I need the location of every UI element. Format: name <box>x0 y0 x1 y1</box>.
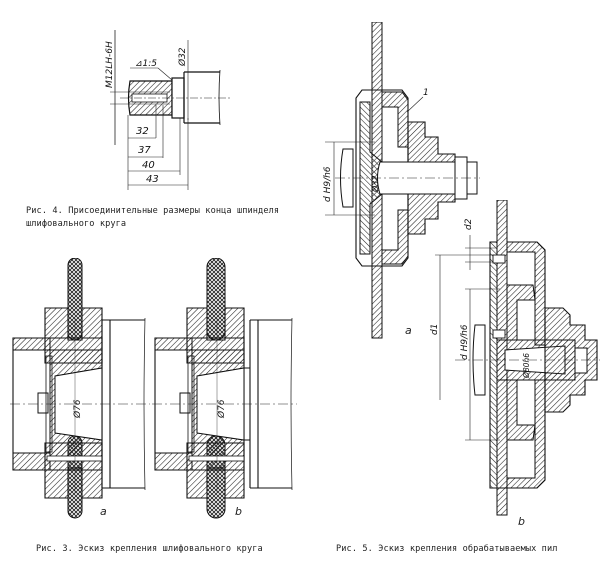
figure-3b-wheel-mount: Ø76 <box>152 258 297 523</box>
dimension-40: 40 <box>142 160 155 171</box>
spindle-end-drawing: M12LH-6H ⊿1:5 Ø32 32 37 40 43 <box>105 30 230 190</box>
fit-label-b: d H9/h6 <box>460 324 470 360</box>
figure-3b-label: b <box>235 505 243 518</box>
diameter-80h6-label: Ø80h6 <box>522 353 531 379</box>
diameter-32-label: Ø32 <box>177 47 188 67</box>
taper-label: ⊿1:5 <box>135 59 157 69</box>
figure-3a-label: a <box>100 505 107 518</box>
diameter-76-label-b: Ø76 <box>216 399 227 419</box>
thread-label: M12LH-6H <box>105 41 115 88</box>
saw-mount-drawing-a: d H9/h6 Ø32 1 <box>323 22 480 339</box>
diameter-32-label-a: Ø32 <box>370 176 380 193</box>
figure-4-caption-line-2: шлифовального круга <box>26 219 127 229</box>
figure-5b-label: b <box>518 515 526 528</box>
figure-4-spindle-end: M12LH-6H ⊿1:5 Ø32 32 37 40 43 <box>100 30 240 195</box>
diameter-76-label-a: Ø76 <box>72 399 83 419</box>
figure-3a-wheel-mount: Ø76 <box>10 258 150 523</box>
figure-3-caption: Рис. 3. Эскиз крепления шлифовального кр… <box>36 544 263 554</box>
dimension-37: 37 <box>138 145 151 156</box>
callout-1: 1 <box>423 88 429 98</box>
saw-mount-drawing-b: d2 d1 d H9/h6 Ø80h6 <box>430 200 600 516</box>
d1-label: d1 <box>430 324 440 335</box>
wheel-mount-drawing-b: Ø76 <box>152 258 297 519</box>
figure-5-caption: Рис. 5. Эскиз крепления обрабатываемых п… <box>336 544 558 554</box>
d2-label: d2 <box>464 218 474 230</box>
figure-4-caption-line-1: Рис. 4. Присоединительные размеры конца … <box>26 206 280 216</box>
fit-label-a: d H9/h6 <box>323 166 333 202</box>
wheel-mount-drawing-a: Ø76 <box>10 258 150 519</box>
figure-5a-label: a <box>405 324 412 337</box>
figure-5b-saw-mount: d2 d1 d H9/h6 Ø80h6 <box>425 200 600 520</box>
figure-5a-saw-mount: d H9/h6 Ø32 1 <box>320 22 480 342</box>
dimension-43: 43 <box>146 174 159 185</box>
dimension-32: 32 <box>136 126 149 137</box>
